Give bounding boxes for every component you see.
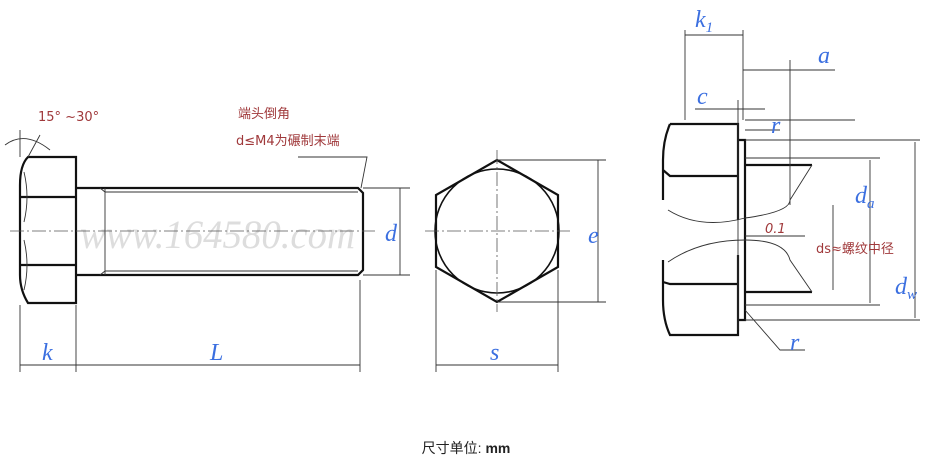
unit-footer: 尺寸单位: mm	[0, 438, 932, 458]
L-label: L	[209, 340, 223, 366]
d-label: d	[385, 221, 398, 247]
k1-label: k1	[695, 7, 713, 36]
k-label: k	[42, 340, 53, 366]
watermark: www.164580.com	[80, 212, 355, 257]
da-label: da	[855, 183, 875, 212]
r-bottom-label: r	[790, 330, 800, 356]
s-label: s	[490, 340, 499, 366]
r-top-label: r	[771, 113, 781, 139]
dw-label: dw	[895, 274, 917, 303]
footer-unit: mm	[485, 440, 511, 456]
footer-prefix: 尺寸单位:	[421, 440, 486, 456]
ds-note: ds≈螺纹中径	[816, 242, 894, 257]
chamfer-note-1: 端头倒角	[238, 107, 290, 122]
angle-label: 15° ~30°	[38, 110, 99, 125]
c-label: c	[697, 84, 708, 110]
bolt-side-view: 15° ~30° 端头倒角 d≤M4为碾制末端 d k L	[4, 107, 410, 372]
tolerance-label: 0.1	[765, 222, 786, 237]
flange-detail-view: k1 a c r da 0.1 ds≈螺纹中径 dw r	[661, 7, 920, 356]
chamfer-note-2: d≤M4为碾制末端	[236, 134, 340, 149]
bolt-end-view: e s	[425, 150, 606, 372]
e-label: e	[588, 223, 599, 249]
a-label: a	[818, 43, 830, 69]
